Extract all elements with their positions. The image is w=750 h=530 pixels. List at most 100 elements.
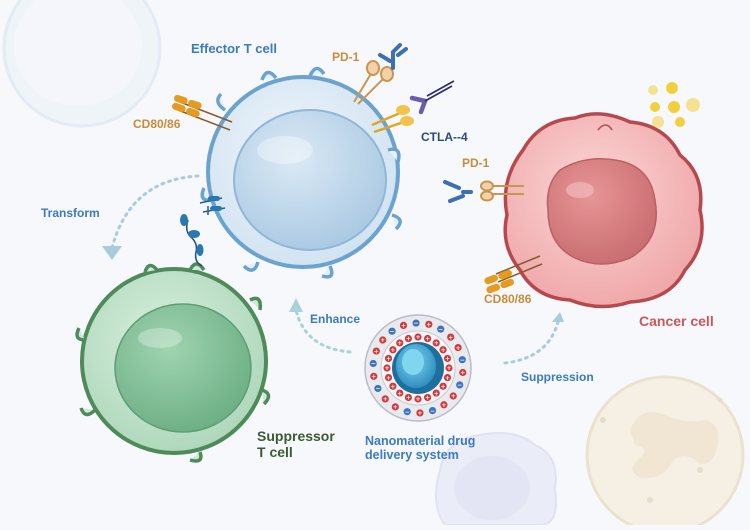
svg-text:−: − (390, 328, 395, 335)
svg-text:+: + (425, 395, 430, 402)
positive-charge-icon (447, 333, 455, 341)
pdl1-receptor-cancer (480, 180, 524, 202)
positive-charge-icon (396, 339, 404, 347)
negative-charge-icon (388, 327, 396, 335)
svg-text:+: + (441, 383, 446, 390)
svg-text:+: + (434, 340, 439, 347)
positive-charge-icon (414, 395, 422, 403)
svg-text:−: − (414, 320, 419, 327)
background-cell-bottom-right (585, 375, 745, 530)
positive-charge-icon (404, 334, 413, 343)
svg-text:+: + (393, 404, 398, 411)
svg-text:+: + (415, 396, 420, 403)
positive-charge-icon (391, 403, 399, 411)
svg-text:+: + (406, 395, 411, 402)
negative-charge-icon (403, 408, 411, 416)
positive-charge-icon (445, 364, 453, 372)
svg-text:−: − (371, 361, 376, 368)
suppressor-t-cell-label: Suppressor T cell (257, 428, 335, 460)
svg-text:+: + (445, 375, 450, 382)
pd1-receptor-effector (353, 60, 394, 105)
svg-text:−: − (438, 326, 443, 333)
positive-charge-icon (414, 333, 422, 341)
svg-text:+: + (441, 347, 446, 354)
svg-text:−: − (430, 408, 435, 415)
arrow-enhance (289, 298, 352, 354)
svg-text:+: + (446, 365, 451, 372)
enhance-label: Enhance (310, 312, 361, 326)
svg-text:+: + (397, 340, 402, 347)
svg-text:+: + (441, 402, 446, 409)
arrow-suppression (503, 312, 564, 365)
pd1-label-cancer: PD-1 (462, 156, 490, 170)
negative-charge-icon (456, 381, 464, 389)
positive-charge-icon (443, 373, 452, 382)
positive-charge-icon (439, 382, 447, 390)
positive-charge-icon (459, 368, 467, 377)
negative-charge-icon (412, 319, 420, 327)
positive-charge-icon (425, 320, 433, 328)
positive-charge-icon (454, 343, 462, 352)
svg-text:+: + (417, 410, 422, 417)
negative-charge-icon (369, 359, 377, 368)
negative-charge-icon (428, 406, 437, 415)
positive-charge-icon (432, 339, 440, 347)
positive-charge-icon (396, 389, 404, 397)
svg-text:+: + (383, 396, 388, 403)
positive-charge-icon (404, 393, 413, 402)
antibody-top (378, 43, 408, 70)
antibody-cancer (443, 180, 473, 203)
positive-charge-icon (384, 373, 393, 382)
svg-text:+: + (425, 336, 430, 343)
positive-charge-icon (372, 347, 380, 355)
cancer-cell (503, 112, 704, 309)
negative-charge-icon (374, 384, 382, 393)
positive-charge-icon (381, 395, 389, 403)
cd80-receptor-cancer (484, 255, 543, 294)
svg-text:+: + (380, 337, 385, 344)
negative-charge-icon (458, 356, 466, 364)
positive-charge-icon (370, 372, 378, 380)
svg-text:+: + (448, 334, 453, 341)
svg-text:+: + (406, 336, 411, 343)
suppression-label: Suppression (521, 370, 594, 384)
svg-text:+: + (415, 334, 420, 341)
svg-text:+: + (451, 393, 456, 400)
suppressor-label-line1: Suppressor (257, 428, 335, 444)
positive-charge-icon (423, 334, 432, 343)
svg-text:+: + (390, 347, 395, 354)
svg-text:+: + (386, 356, 391, 363)
nanoparticle: +++++++++++++++++++++−++−+−++−+−++−+−+−+… (364, 314, 472, 422)
released-particles (648, 82, 700, 128)
positive-charge-icon (440, 401, 448, 409)
svg-text:+: + (445, 356, 450, 363)
svg-text:+: + (434, 390, 439, 397)
svg-text:−: − (405, 409, 410, 416)
svg-text:−: − (375, 386, 380, 393)
positive-charge-icon (379, 336, 387, 344)
positive-charge-icon (416, 409, 424, 417)
positive-charge-icon (399, 321, 408, 330)
positive-charge-icon (443, 354, 452, 363)
ctla4-label: CTLA--4 (421, 130, 468, 144)
suppressor-label-line2: T cell (257, 444, 293, 461)
svg-text:+: + (456, 345, 461, 352)
background-cell-bottom-center (435, 432, 557, 526)
svg-text:+: + (397, 390, 402, 397)
transform-label: Transform (41, 206, 100, 220)
cd80-label-cancer: CD80/86 (484, 292, 532, 306)
effector-t-cell-label: Effector T cell (191, 41, 277, 56)
negative-charge-icon (437, 325, 445, 333)
svg-text:+: + (386, 375, 391, 382)
tcr-complex (180, 196, 226, 267)
nanoparticle-label-line1: Nanomaterial drug (365, 434, 476, 448)
nanoparticle-label-line2: delivery system (365, 448, 459, 463)
svg-text:+: + (384, 365, 389, 372)
positive-charge-icon (449, 392, 457, 400)
nanoparticle-label: Nanomaterial drug delivery system (365, 434, 475, 463)
arrow-transform (102, 174, 200, 260)
positive-charge-icon (384, 354, 393, 363)
pd1-label-effector: PD-1 (332, 50, 360, 64)
svg-text:+: + (390, 383, 395, 390)
